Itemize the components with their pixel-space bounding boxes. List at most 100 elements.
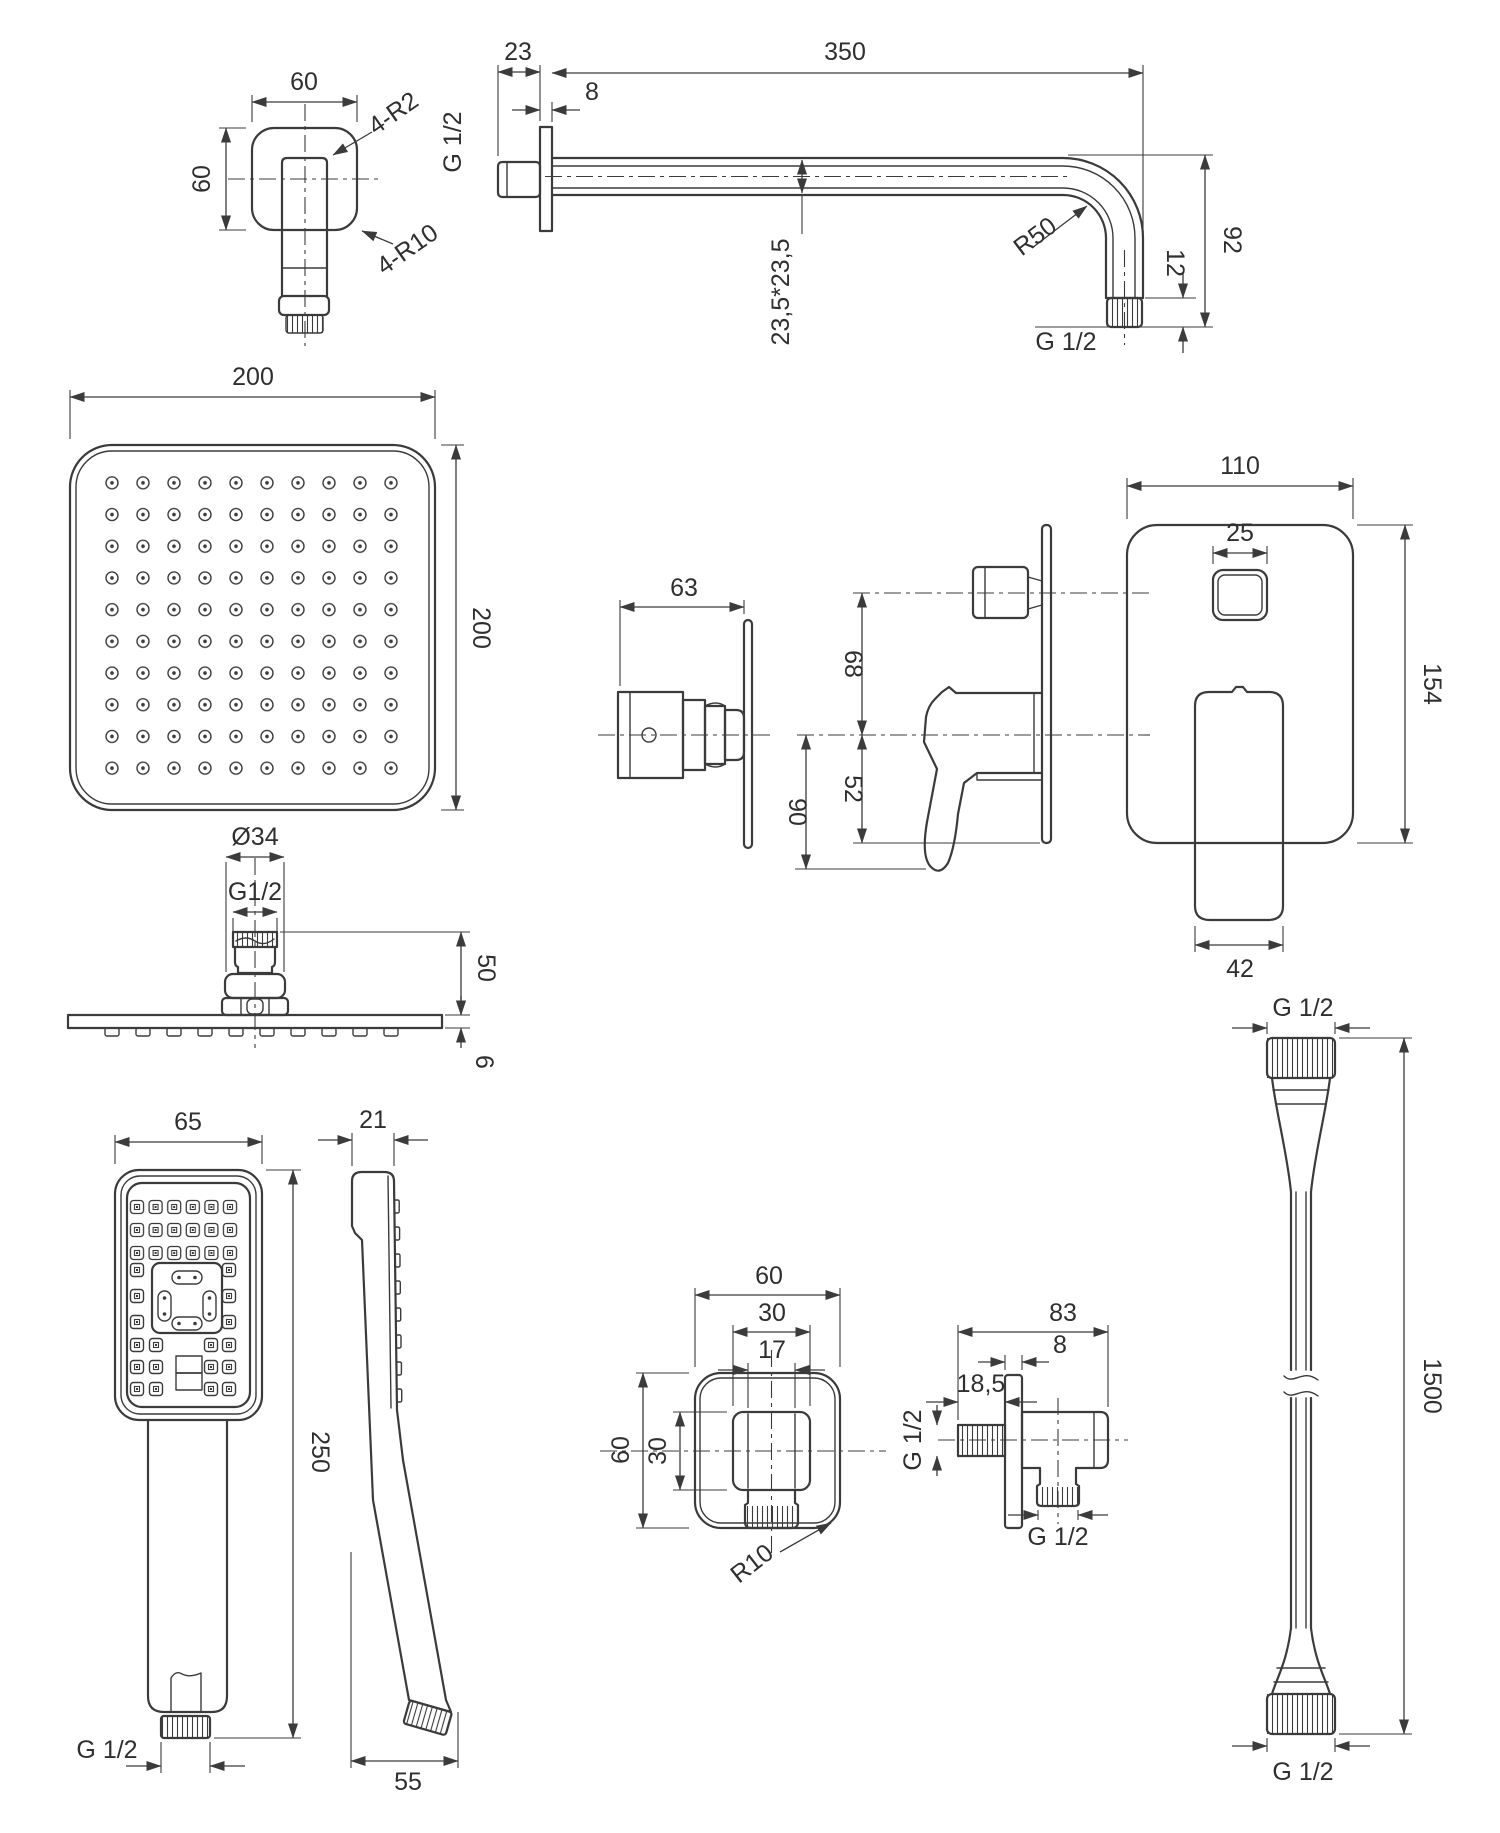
view-wall-elbow-front: 60 60 4-R2 4-R10 xyxy=(188,68,443,346)
dim-head-top-depth: 200 xyxy=(441,444,495,811)
dim-mixer-side-knob: 68 xyxy=(839,592,867,736)
dim-outlet-side-plate: 8 xyxy=(978,1331,1067,1370)
dim-mixer-front-handle: 42 xyxy=(1194,926,1284,983)
dim-head-side-height-label: 50 xyxy=(472,954,500,982)
hose-break-line xyxy=(1283,1375,1319,1397)
dim-hose-thread-top-label: G 1/2 xyxy=(1272,994,1333,1022)
head-side-nozzle-stubs xyxy=(104,1027,399,1037)
dim-mixer-side-reach: 90 xyxy=(783,734,811,870)
dim-elbow-width: 60 xyxy=(251,68,358,122)
dim-hand-front-width: 65 xyxy=(114,1108,263,1164)
note-elbow-r2-label: 4-R2 xyxy=(363,86,423,140)
dim-mixer-front-height-label: 154 xyxy=(1418,663,1446,705)
dim-arm-flange-label: 8 xyxy=(585,78,599,106)
dim-arm-radius-label: R50 xyxy=(1008,212,1061,262)
view-hand-shower-side: 21 55 xyxy=(318,1106,459,1796)
dim-hand-front-length: 250 xyxy=(214,1169,334,1739)
dim-hand-side-thickness: 21 xyxy=(318,1106,428,1166)
hand-flank-nozzles xyxy=(129,1262,237,1330)
dim-head-top-width-label: 200 xyxy=(232,363,274,391)
note-elbow-r2: 4-R2 xyxy=(332,86,424,156)
dim-outlet-side-thread-len-label: 18,5 xyxy=(957,1370,1006,1398)
dim-arm-section-label: 23,5*23,5 xyxy=(767,238,795,345)
dim-outlet-side-thread-in-label: G 1/2 xyxy=(899,1409,927,1470)
dim-mixer-front-button: 25 xyxy=(1212,519,1268,564)
view-hand-shower-front: 65 250 G 1/2 xyxy=(76,1108,334,1773)
dim-valve-depth: 63 xyxy=(619,574,745,686)
view-head-top: 200 200 xyxy=(68,363,495,812)
dim-outlet-front-width-label: 60 xyxy=(755,1262,783,1290)
view-hose: G 1/2 1500 G 1/2 xyxy=(1232,994,1446,1786)
dim-outlet-front-height: 60 xyxy=(607,1372,689,1529)
dim-outlet-front-radius: R10 xyxy=(725,1522,832,1589)
label-arm-tip-thread: G 1/2 xyxy=(1035,328,1096,356)
note-elbow-r10-label: 4-R10 xyxy=(371,218,443,280)
dim-hose-thread-top: G 1/2 xyxy=(1232,994,1370,1034)
dim-head-side-plate-label: 6 xyxy=(470,1055,498,1069)
dim-outlet-front-nut: 17 xyxy=(718,1336,825,1408)
view-mixer-side: 68 52 90 xyxy=(783,523,1150,872)
hand-center-panel xyxy=(150,1261,224,1335)
dim-outlet-side-depth-label: 83 xyxy=(1049,1299,1077,1327)
dim-head-side-thread: G1/2 xyxy=(228,878,282,936)
dim-outlet-side-thread-out: G 1/2 xyxy=(1008,1510,1108,1551)
dim-hand-front-length-label: 250 xyxy=(306,1431,334,1473)
dim-hand-front-width-label: 65 xyxy=(174,1108,202,1136)
dim-outlet-front-boss-height: 30 xyxy=(644,1411,727,1491)
view-valve-side: 63 xyxy=(598,574,772,850)
dim-arm-length: 350 xyxy=(551,38,1144,232)
dim-outlet-front-nut-label: 17 xyxy=(758,1336,786,1364)
view-shower-arm: 23 350 8 G 1/2 23,5*23,5 R50 92 xyxy=(439,38,1246,356)
dim-arm-thread-len: 12 xyxy=(1145,249,1196,353)
dim-head-side-dia-label: Ø34 xyxy=(231,823,278,851)
hand-side-face-bumps xyxy=(393,1199,403,1403)
dim-outlet-side-thread-in: G 1/2 xyxy=(899,1405,942,1476)
dim-hose-thread-bottom: G 1/2 xyxy=(1232,1738,1370,1786)
note-elbow-r10: 4-R10 xyxy=(361,218,443,280)
hand-bottom-nozzles xyxy=(129,1337,237,1397)
dim-mixer-front-width: 110 xyxy=(1126,452,1354,519)
dim-arm-thread-len-label: 12 xyxy=(1161,249,1189,277)
view-head-side: Ø34 G1/2 50 6 xyxy=(66,823,500,1069)
dim-hand-front-thread: G 1/2 xyxy=(76,1736,245,1773)
label-arm-wall-thread: G 1/2 xyxy=(439,111,467,172)
view-mixer-front: 110 25 154 42 xyxy=(1125,452,1446,983)
head-side-connector xyxy=(220,930,290,1017)
dim-outlet-front-boss: 30 xyxy=(732,1299,811,1406)
dim-arm-offset-label: 23 xyxy=(504,38,532,66)
dim-mixer-front-height: 154 xyxy=(1357,524,1446,844)
dim-hand-side-reach-label: 55 xyxy=(394,1768,422,1796)
nozzle-grid xyxy=(96,467,407,784)
dim-outlet-front-boss-height-label: 30 xyxy=(644,1437,672,1465)
dim-arm-section: 23,5*23,5 xyxy=(767,159,807,346)
dim-mixer-side-handle: 52 xyxy=(839,734,867,844)
dim-mixer-side-handle-label: 52 xyxy=(839,775,867,803)
dim-outlet-side-plate-label: 8 xyxy=(1053,1331,1067,1359)
dim-head-side-dia: Ø34 xyxy=(225,823,285,972)
dim-outlet-front-width: 60 xyxy=(694,1262,841,1367)
view-outlet-front: 60 30 17 60 30 R10 xyxy=(600,1262,886,1589)
dim-head-top-width: 200 xyxy=(69,363,436,439)
dim-elbow-height: 60 xyxy=(188,127,246,231)
dim-head-side-plate: 6 xyxy=(445,996,498,1069)
dim-mixer-front-button-label: 25 xyxy=(1226,519,1254,547)
dim-head-top-depth-label: 200 xyxy=(467,607,495,649)
dim-outlet-side-thread-out-label: G 1/2 xyxy=(1027,1523,1088,1551)
dim-head-side-thread-label: G1/2 xyxy=(228,878,282,906)
dim-hand-side-reach: 55 xyxy=(350,1552,459,1796)
dim-arm-offset: 23 xyxy=(497,38,541,156)
dim-outlet-front-height-label: 60 xyxy=(607,1436,635,1464)
dim-head-side-height: 50 xyxy=(280,931,500,1016)
dim-valve-depth-label: 63 xyxy=(670,574,698,602)
dim-arm-flange: 8 xyxy=(512,78,599,122)
dim-elbow-width-label: 60 xyxy=(290,68,318,96)
dim-arm-height-label: 92 xyxy=(1218,226,1246,254)
dim-mixer-side-reach-label: 90 xyxy=(783,798,811,826)
hand-nozzle-grid xyxy=(127,1195,240,1265)
dim-hand-front-thread-label: G 1/2 xyxy=(76,1736,137,1764)
dim-outlet-front-boss-label: 30 xyxy=(758,1299,786,1327)
dim-elbow-height-label: 60 xyxy=(188,165,216,193)
dim-outlet-front-radius-label: R10 xyxy=(725,1539,778,1589)
